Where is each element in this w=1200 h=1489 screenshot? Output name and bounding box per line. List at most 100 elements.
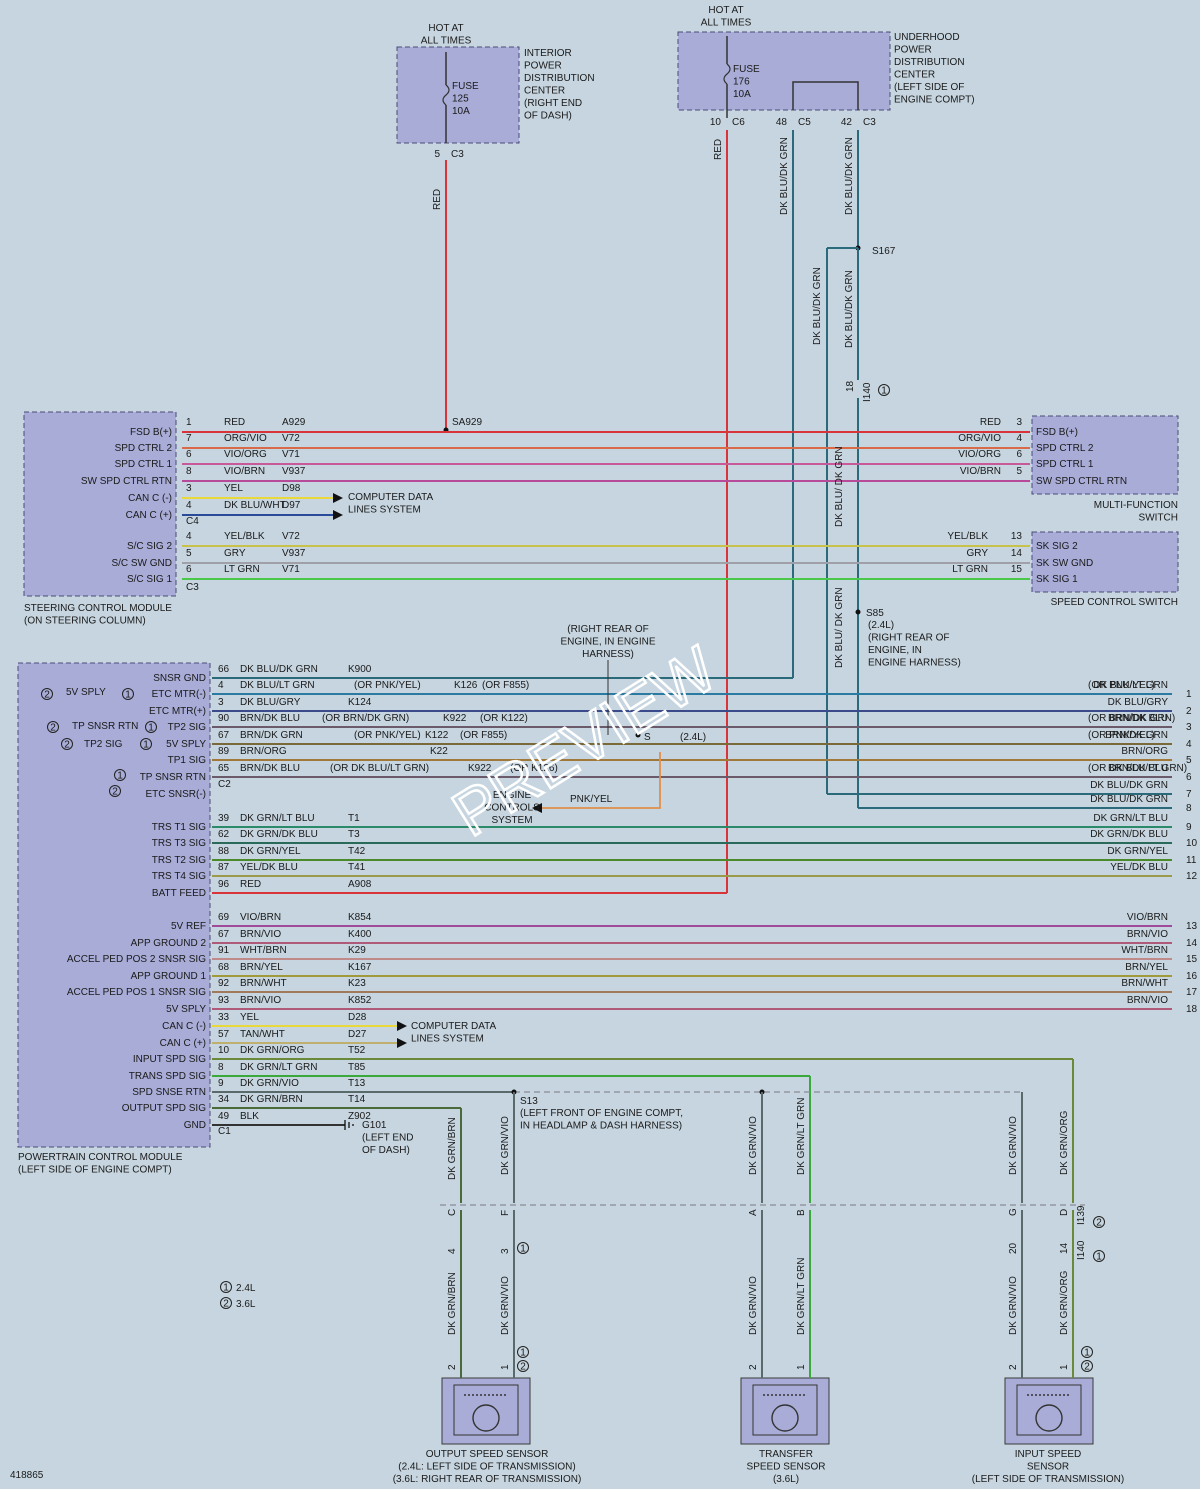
scm-circuit: V72 bbox=[282, 433, 300, 444]
pcm-wire-color: TAN/WHT bbox=[240, 1029, 285, 1040]
pcm-wire-color: DK GRN/YEL bbox=[240, 846, 301, 857]
scs-pin-number: 14 bbox=[1011, 548, 1023, 559]
pcm-wire-color: DK GRN/DK BLU bbox=[240, 829, 318, 840]
ipdc-label: POWER bbox=[524, 61, 562, 72]
pcm-circuit: K22 bbox=[430, 746, 448, 757]
scm-wire-color: GRY bbox=[224, 548, 246, 559]
ipdc-hot-text: HOT AT bbox=[428, 23, 463, 34]
pcm-circuit: D28 bbox=[348, 1012, 367, 1023]
scm-circuit: V937 bbox=[282, 466, 306, 477]
ipdc-fuse-text: FUSE bbox=[452, 81, 479, 92]
right-wire-number: 15 bbox=[1186, 954, 1198, 965]
updc-hot-text: ALL TIMES bbox=[701, 18, 752, 29]
pcm-wire-color: BRN/DK BLU bbox=[240, 713, 300, 724]
s85-label: S85 bbox=[866, 608, 884, 619]
pcm-note bbox=[41, 688, 53, 700]
pcm-pin-label: TRANS SPD SIG bbox=[129, 1071, 206, 1082]
s13-note: (LEFT FRONT OF ENGINE COMPT, bbox=[520, 1108, 683, 1119]
pcm-pin-label: APP GROUND 2 bbox=[131, 938, 207, 949]
pcm-circuit-alt: (OR F855) bbox=[482, 680, 529, 691]
pcm-wire-color: BRN/YEL bbox=[240, 962, 283, 973]
pcm-cdl-label: COMPUTER DATA bbox=[411, 1021, 497, 1032]
right-wire-number: 13 bbox=[1186, 921, 1198, 932]
pcm-pin-label: ACCEL PED POS 1 SNSR SIG bbox=[67, 987, 206, 998]
scs-pin-number: 15 bbox=[1011, 564, 1023, 575]
note-number: 1 bbox=[520, 1244, 526, 1255]
ipdc-hot-text: ALL TIMES bbox=[421, 36, 472, 47]
right-wire-number: 18 bbox=[1186, 1004, 1198, 1015]
note-number: 2 bbox=[50, 723, 56, 734]
pcm-pin-number: 57 bbox=[218, 1029, 230, 1040]
arrow-icon bbox=[397, 1038, 407, 1048]
sensor-mid-number: 4 bbox=[447, 1248, 458, 1254]
scm-title: (ON STEERING COLUMN) bbox=[24, 616, 146, 627]
scm-wire-color: YEL bbox=[224, 483, 243, 494]
pcm-note bbox=[61, 738, 73, 750]
sensor-title: OUTPUT SPEED SENSOR bbox=[426, 1449, 549, 1460]
pcm-wire-color: DK BLU/GRY bbox=[240, 697, 301, 708]
pcm-wire-color: DK BLU/LT GRN bbox=[240, 680, 315, 691]
pcm-circuit-alt: (OR K122) bbox=[480, 713, 528, 724]
pcm-pin-number: 96 bbox=[218, 879, 230, 890]
updc-label: DISTRIBUTION bbox=[894, 57, 965, 68]
ipdc-label: DISTRIBUTION bbox=[524, 73, 595, 84]
pcm-note-text: 5V SPLY bbox=[66, 687, 106, 698]
scm-circuit: V71 bbox=[282, 449, 300, 460]
mfs-wire-color: RED bbox=[980, 417, 1001, 428]
right-wire-color: DK GRN/LT BLU bbox=[1093, 813, 1168, 824]
gear-icon bbox=[472, 1404, 500, 1432]
s167-pin: 18 bbox=[845, 380, 856, 392]
pcm-circuit: K854 bbox=[348, 912, 372, 923]
sensor-pin-letter: A bbox=[748, 1209, 759, 1216]
ipdc-conn: C3 bbox=[451, 149, 464, 160]
note-number: 2 bbox=[64, 740, 70, 751]
pcm-circuit: T85 bbox=[348, 1062, 366, 1073]
pcm-conn: C2 bbox=[218, 779, 231, 790]
scm-pin-label: SW SPD CTRL RTN bbox=[81, 476, 172, 487]
engine-note: HARNESS) bbox=[582, 649, 634, 660]
mfs-pin-number: 5 bbox=[1016, 466, 1022, 477]
note-number: 2 bbox=[520, 1362, 526, 1373]
right-wire-color: BRN/DK GRN bbox=[1105, 730, 1168, 741]
note-number: 1 bbox=[148, 723, 154, 734]
pcm-pin-number: 10 bbox=[218, 1045, 230, 1056]
s167-wire-label: DK BLU/DK GRN bbox=[812, 267, 823, 345]
updc-box bbox=[677, 31, 891, 111]
pcm-note-text: TP2 SIG bbox=[84, 739, 123, 750]
scm-pin-number: 5 bbox=[186, 548, 192, 559]
pcm-pin-label: ACCEL PED POS 2 SNSR SIG bbox=[67, 954, 206, 965]
note-number: 2 bbox=[44, 690, 50, 701]
sensor-wire-bot: DK GRN/BRN bbox=[447, 1272, 458, 1335]
sensor-title: SPEED SENSOR bbox=[747, 1462, 826, 1473]
pcm-pin-label: CAN C (+) bbox=[160, 1038, 206, 1049]
sensor-pin: 1 bbox=[500, 1364, 511, 1370]
pcm-circuit: T42 bbox=[348, 846, 366, 857]
pcm-circuit: K124 bbox=[348, 697, 372, 708]
ecs-wire bbox=[540, 752, 661, 809]
right-wire-color: DK BLU/DK GRN bbox=[1090, 794, 1168, 805]
pcm-box bbox=[17, 662, 211, 1148]
sensor-pin: 1 bbox=[1059, 1364, 1070, 1370]
s85-note: (RIGHT REAR OF bbox=[868, 633, 949, 644]
pcm-note-text: TP SNSR RTN bbox=[72, 721, 138, 732]
engine-note: (RIGHT REAR OF bbox=[567, 624, 648, 635]
right-wire-color: BRN/DK BLU bbox=[1108, 763, 1168, 774]
pcm-wire-color: DK GRN/VIO bbox=[240, 1078, 299, 1089]
pcm-pin-label: ETC MTR(-) bbox=[152, 689, 206, 700]
scm-pin-number: 7 bbox=[186, 433, 192, 444]
pcm-circuit: K400 bbox=[348, 929, 372, 940]
ecs-label: SYSTEM bbox=[491, 815, 532, 826]
sensor-box bbox=[441, 1377, 531, 1445]
scm-wire-color: LT GRN bbox=[224, 564, 260, 575]
right-wire-color: BRN/DK BLU bbox=[1108, 713, 1168, 724]
updc-fuse-text: FUSE bbox=[733, 64, 760, 75]
mfs-pin-label: SPD CTRL 2 bbox=[1036, 443, 1094, 454]
scm-wire-color: VIO/ORG bbox=[224, 449, 267, 460]
right-wire-color: VIO/BRN bbox=[1127, 912, 1168, 923]
scs-pin-label: SK SIG 2 bbox=[1036, 541, 1078, 552]
pcm-pin-number: 68 bbox=[218, 962, 230, 973]
right-wire-color: BRN/YEL bbox=[1125, 962, 1168, 973]
note-number: 1 bbox=[117, 771, 123, 782]
right-wire-color: WHT/BRN bbox=[1121, 945, 1168, 956]
